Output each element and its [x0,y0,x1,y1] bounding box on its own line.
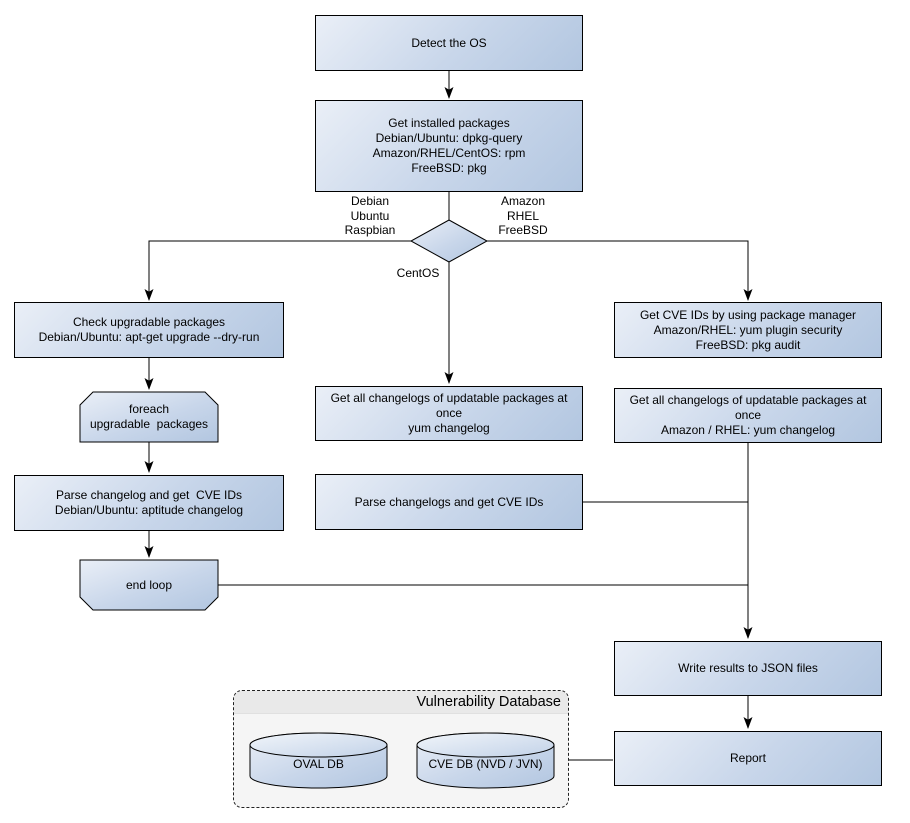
node-write-json-label: Write results to JSON files [678,661,818,675]
node-report: Report [614,731,882,786]
node-get-installed-packages: Get installed packages Debian/Ubuntu: dp… [315,100,583,192]
node-check-upgradable-packages-label: Check upgradable packages Debian/Ubuntu:… [38,315,260,344]
node-get-changelogs-rhel-label: Get all changelogs of updatable packages… [629,393,867,437]
node-get-installed-packages-label: Get installed packages Debian/Ubuntu: dp… [372,116,526,175]
branch-label-centos: CentOS [396,266,440,280]
node-end-loop: end loop [80,560,218,610]
node-get-cve-package-manager: Get CVE IDs by using package manager Ama… [614,302,882,358]
cve-db-label: CVE DB (NVD / JVN) [428,756,543,771]
cve-db: CVE DB (NVD / JVN) [417,744,554,784]
node-parse-changelogs-centos: Parse changelogs and get CVE IDs [315,474,583,530]
connector-decision-to-check-upgradable [144,240,411,301]
node-parse-changelog-debian-label: Parse changelog and get CVE IDs Debian/U… [54,488,244,517]
oval-db-label: OVAL DB [293,756,344,771]
node-get-changelogs-centos: Get all changelogs of updatable packages… [315,386,583,441]
vulnerability-database-header: Vulnerability Database [234,691,568,714]
node-write-json: Write results to JSON files [614,641,882,696]
branch-label-debian: Debian Ubuntu Raspbian [344,194,396,237]
node-get-changelogs-centos-label: Get all changelogs of updatable packages… [330,391,568,435]
node-check-upgradable-packages: Check upgradable packages Debian/Ubuntu:… [14,302,284,358]
branch-label-amazon: Amazon RHEL FreeBSD [498,194,548,237]
node-get-cve-package-manager-label: Get CVE IDs by using package manager Ama… [639,307,857,352]
node-get-changelogs-rhel: Get all changelogs of updatable packages… [614,388,882,443]
node-parse-changelog-debian: Parse changelog and get CVE IDs Debian/U… [14,475,284,531]
node-end-loop-label: end loop [125,577,173,592]
connector-decision-to-get-cve [487,240,753,301]
node-parse-changelogs-centos-label: Parse changelogs and get CVE IDs [354,494,544,509]
node-foreach-loop-label: foreach upgradable packages [89,402,209,431]
node-detect-os: Detect the OS [315,15,583,71]
vulnerability-database-title: Vulnerability Database [416,694,561,710]
node-report-label: Report [729,751,767,765]
node-detect-os-label: Detect the OS [411,35,487,50]
node-foreach-loop: foreach upgradable packages [80,392,218,442]
oval-db: OVAL DB [250,744,387,784]
